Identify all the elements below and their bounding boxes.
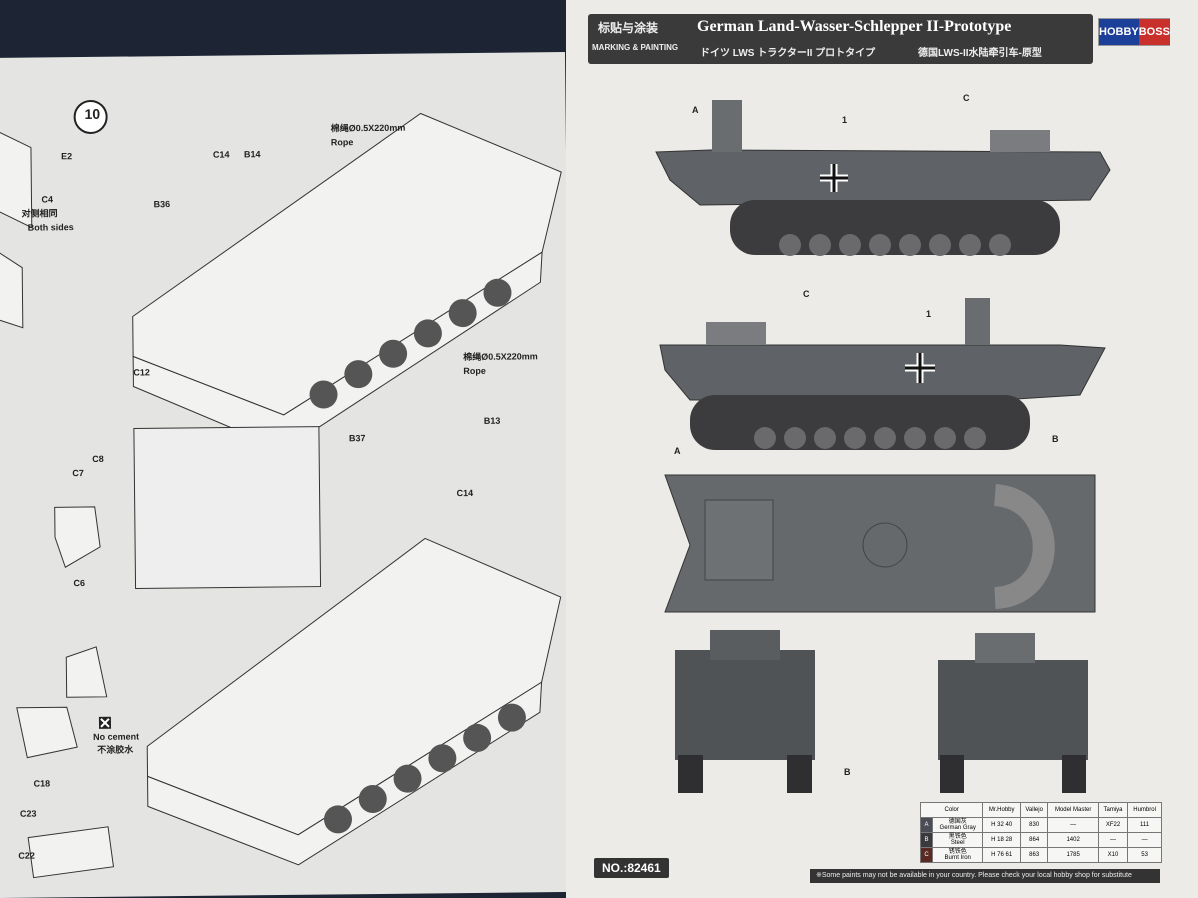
callout-1: 1 bbox=[926, 309, 932, 319]
section-title-en: MARKING & PAINTING bbox=[592, 43, 679, 52]
hobbyboss-logo: HOBBY BOSS bbox=[1098, 18, 1170, 46]
assembly-drawings bbox=[0, 99, 562, 879]
page-title: German Land-Wasser-Schlepper II-Prototyp… bbox=[697, 18, 1012, 35]
section-title-cn: 标贴与涂装 bbox=[598, 21, 659, 35]
model-master-code: 1785 bbox=[1047, 847, 1099, 863]
detail-inset bbox=[133, 426, 322, 590]
paint-color-table: Color Mr.Hobby Vallejo Model Master Tami… bbox=[919, 802, 1162, 863]
humbrol-code: 53 bbox=[1127, 847, 1162, 863]
callout-a: A bbox=[674, 446, 681, 456]
mr-hobby-code: H 18 28 bbox=[982, 832, 1021, 848]
front-view bbox=[675, 630, 815, 793]
subtitle-jp: ドイツ LWS トラクターII プロトタイプ bbox=[700, 48, 876, 59]
vallejo-code: 864 bbox=[1019, 832, 1049, 848]
side-view-left bbox=[655, 100, 1111, 256]
top-view bbox=[664, 474, 1096, 613]
header-mr-hobby: Mr.Hobby bbox=[982, 802, 1021, 818]
header-tamiya: Tamiya bbox=[1097, 802, 1129, 818]
callout-b: B bbox=[844, 767, 851, 777]
header-humbrol: Humbrol bbox=[1127, 802, 1162, 818]
subtitle-cn: 德国LWS-II水陆牵引车-原型 bbox=[918, 48, 1042, 59]
logo-left: HOBBY bbox=[1099, 19, 1139, 45]
header-model-master: Model Master bbox=[1047, 802, 1099, 818]
color-key: B bbox=[920, 832, 933, 848]
tamiya-code: XF22 bbox=[1097, 817, 1129, 833]
model-master-code: 1402 bbox=[1047, 832, 1099, 848]
header-band bbox=[588, 14, 1093, 64]
logo-right: BOSS bbox=[1138, 19, 1170, 45]
kit-number: NO.:82461 bbox=[594, 858, 669, 878]
tracks-top bbox=[309, 278, 512, 409]
tracks-bottom bbox=[323, 703, 526, 834]
side-view-right bbox=[659, 298, 1106, 450]
vallejo-code: 830 bbox=[1019, 817, 1049, 833]
paint-availability-note: ※Some paints may not be available in you… bbox=[810, 869, 1160, 883]
step-badge bbox=[73, 99, 108, 134]
header-color: Color bbox=[919, 802, 984, 818]
humbrol-code: 111 bbox=[1127, 817, 1162, 833]
rear-view bbox=[938, 633, 1088, 793]
tamiya-code: X10 bbox=[1097, 847, 1129, 863]
callout-a: A bbox=[692, 105, 699, 115]
header-vallejo: Vallejo bbox=[1019, 802, 1049, 818]
color-key: A bbox=[920, 817, 933, 833]
tamiya-code: — bbox=[1097, 832, 1129, 848]
mr-hobby-code: H 32 40 bbox=[982, 817, 1021, 833]
mr-hobby-code: H 76 61 bbox=[982, 847, 1021, 863]
vallejo-code: 863 bbox=[1019, 847, 1049, 863]
color-key: C bbox=[920, 847, 933, 863]
callout-c: C bbox=[963, 93, 970, 103]
instruction-page-left: 10 E2 C4 对侧相同 Both sides C14 B14 B36 棉绳Ø… bbox=[0, 51, 574, 898]
model-master-code: — bbox=[1047, 817, 1099, 833]
callout-1: 1 bbox=[842, 115, 848, 125]
humbrol-code: — bbox=[1127, 832, 1162, 848]
callout-b: B bbox=[1052, 434, 1059, 444]
callout-c: C bbox=[803, 289, 810, 299]
